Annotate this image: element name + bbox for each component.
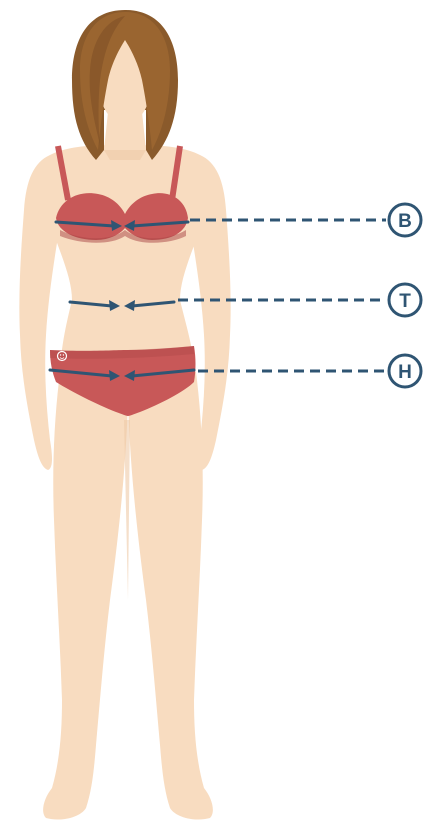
torso — [47, 145, 205, 380]
waist-marker-label: T — [399, 291, 411, 312]
right-leg — [128, 372, 213, 820]
hips-marker-label: H — [398, 362, 412, 383]
left-arm — [19, 155, 60, 470]
bust-marker-label: B — [398, 211, 412, 232]
left-leg — [43, 372, 128, 820]
